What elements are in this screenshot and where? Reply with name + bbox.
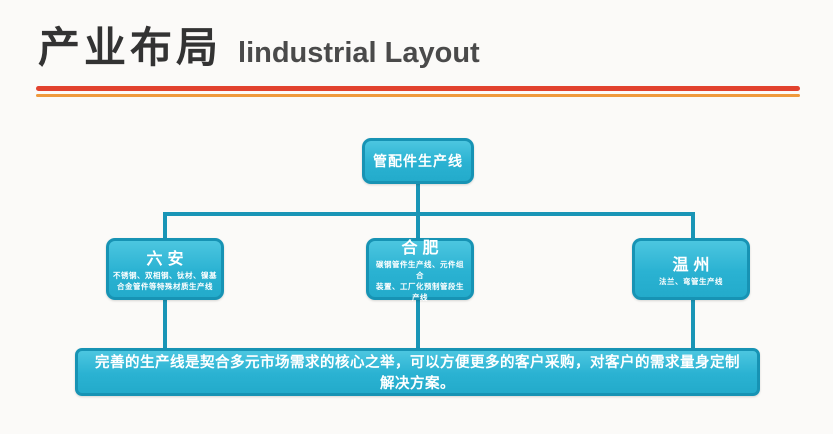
node-hefei: 合肥 碳钢管件生产线、元件组合 装置、工厂化预制管段生产线 (366, 238, 474, 302)
node-luan-description: 不锈钢、双相钢、钛材、镍基 合金管件等特殊材质生产线 (113, 271, 217, 293)
page-title: 产业布局 lindustrial Layout (38, 14, 480, 75)
connector-hefei-top (416, 214, 420, 240)
divider-line-top (36, 86, 800, 91)
connector-horizontal-bar (163, 212, 695, 216)
node-wenzhou-label: 温州 (672, 256, 715, 274)
node-summary: 完善的生产线是契合多元市场需求的核心之举，可以方便更多的客户采购，对客户的需求量… (75, 348, 760, 396)
title-english: lindustrial Layout (238, 37, 480, 69)
connector-wenzhou-bottom (691, 298, 695, 350)
connector-root-vertical (416, 182, 420, 214)
connector-luan-bottom (163, 298, 167, 350)
node-hefei-label: 合肥 (401, 240, 444, 258)
connector-luan-top (163, 214, 167, 240)
node-hefei-description: 碳钢管件生产线、元件组合 装置、工厂化预制管段生产线 (373, 260, 467, 304)
node-wenzhou-desc-line1: 法兰、弯管生产线 (659, 276, 723, 286)
node-luan-desc-line1: 不锈钢、双相钢、钛材、镍基 (113, 271, 217, 281)
node-root-label: 管配件生产线 (373, 153, 463, 169)
summary-text: 完善的生产线是契合多元市场需求的核心之举，可以方便更多的客户采购，对客户的需求量… (95, 355, 740, 392)
node-luan-label: 六安 (146, 251, 189, 269)
divider-line-bottom (36, 94, 800, 97)
connector-hefei-bottom (416, 298, 420, 350)
title-chinese: 产业布局 (38, 24, 223, 71)
node-pipe-fittings-line: 管配件生产线 (362, 138, 474, 184)
connector-wenzhou-top (691, 214, 695, 240)
node-luan-desc-line2: 合金管件等特殊材质生产线 (117, 282, 213, 291)
node-hefei-desc-line2: 装置、工厂化预制管段生产线 (376, 282, 464, 302)
node-wenzhou-description: 法兰、弯管生产线 (659, 277, 723, 288)
title-divider (36, 86, 800, 97)
node-wenzhou: 温州 法兰、弯管生产线 (632, 238, 750, 300)
node-hefei-desc-line1: 碳钢管件生产线、元件组合 (376, 260, 464, 281)
node-luan: 六安 不锈钢、双相钢、钛材、镍基 合金管件等特殊材质生产线 (106, 238, 224, 300)
